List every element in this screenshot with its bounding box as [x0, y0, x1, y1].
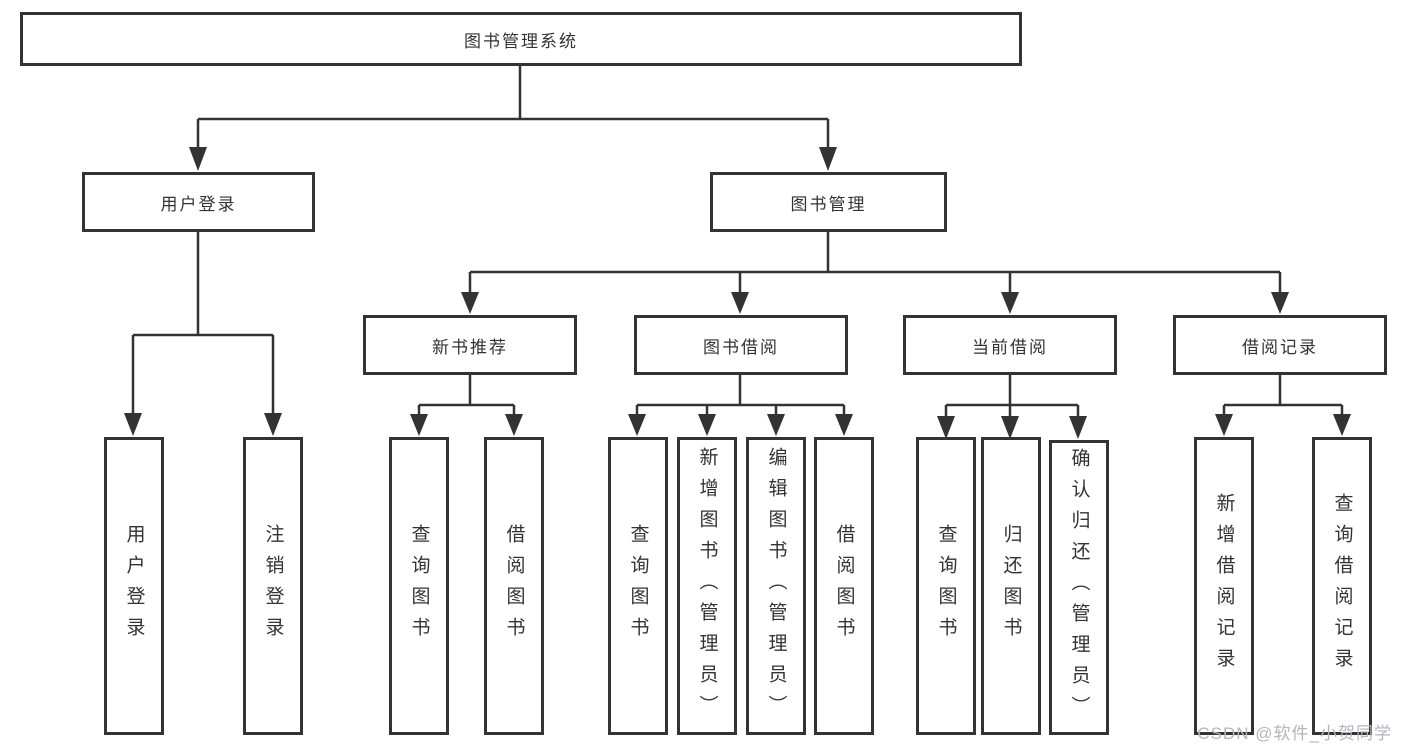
leaf-return-books: 归还图书 [981, 437, 1041, 735]
node-label: 查询图书 [408, 524, 430, 648]
leaf-logout: 注销登录 [243, 437, 303, 735]
node-label: 新增图书（管理员） [696, 446, 718, 726]
csdn-watermark: CSDN @软件_小贺同学 [1197, 724, 1392, 743]
leaf-query-books-2: 查询图书 [608, 437, 668, 735]
node-label: 用户登录 [123, 524, 145, 648]
node-borrow-records: 借阅记录 [1173, 315, 1387, 375]
node-current-borrow: 当前借阅 [903, 315, 1117, 375]
leaf-add-books-admin: 新增图书（管理员） [677, 437, 737, 735]
node-label: 新书推荐 [432, 337, 508, 357]
node-label: 用户登录 [160, 194, 237, 214]
node-label: 新增借阅记录 [1213, 493, 1235, 679]
node-label: 图书借阅 [703, 337, 779, 357]
leaf-borrow-books-2: 借阅图书 [814, 437, 874, 735]
connector-strokes [131, 65, 1344, 418]
node-label: 查询借阅记录 [1331, 493, 1353, 679]
node-book-management: 图书管理 [710, 172, 947, 232]
leaf-query-borrow-record: 查询借阅记录 [1312, 437, 1372, 735]
node-label: 归还图书 [1000, 524, 1022, 648]
node-label: 图书管理系统 [464, 31, 578, 51]
node-label: 当前借阅 [972, 337, 1048, 357]
node-user-login: 用户登录 [82, 172, 315, 232]
leaf-edit-books-admin: 编辑图书（管理员） [746, 437, 806, 735]
leaf-confirm-return-admin: 确认归还（管理员） [1049, 440, 1109, 735]
node-label: 确认归还（管理员） [1068, 448, 1090, 727]
leaf-user-login: 用户登录 [104, 437, 164, 735]
node-book-borrow: 图书借阅 [634, 315, 848, 375]
leaf-borrow-books-1: 借阅图书 [484, 437, 544, 735]
node-library-management-system: 图书管理系统 [20, 12, 1022, 66]
node-label: 查询图书 [627, 524, 649, 648]
node-label: 注销登录 [262, 524, 284, 648]
node-label: 编辑图书（管理员） [765, 446, 787, 726]
node-label: 借阅图书 [833, 524, 855, 648]
leaf-query-books-3: 查询图书 [916, 437, 976, 735]
node-label: 查询图书 [935, 524, 957, 648]
leaf-add-borrow-record: 新增借阅记录 [1194, 437, 1254, 735]
node-label: 图书管理 [790, 194, 867, 214]
node-label: 借阅记录 [1242, 337, 1318, 357]
arrowheads [124, 147, 1351, 439]
leaf-query-books-1: 查询图书 [389, 437, 449, 735]
node-label: 借阅图书 [503, 524, 525, 648]
node-new-book-recommend: 新书推荐 [363, 315, 577, 375]
